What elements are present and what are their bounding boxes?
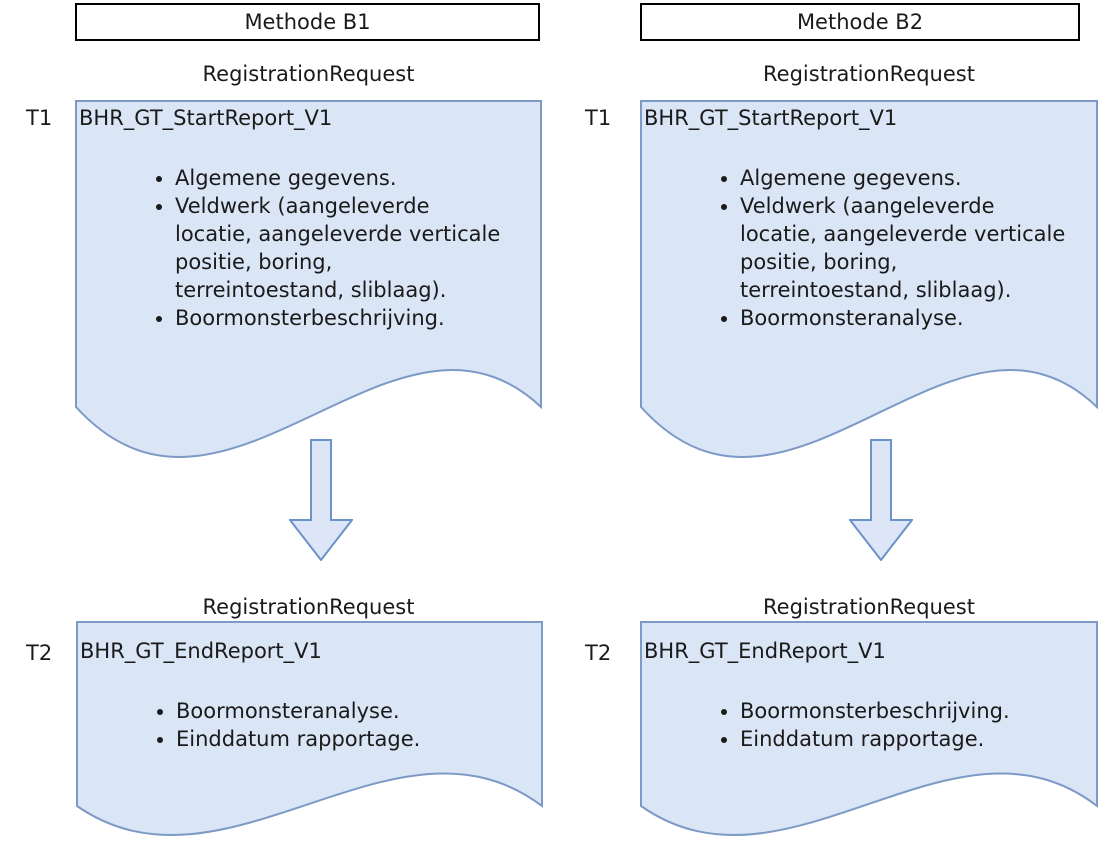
- doc-label-b1-t1: RegistrationRequest: [202, 62, 415, 86]
- step-label-b1-t1: T1: [26, 106, 53, 130]
- document-node-b1-start-report: BHR_GT_StartReport_V1 Algemene gegevens.…: [75, 100, 543, 465]
- bullet-list: Boormonsterbeschrijving. Einddatum rappo…: [640, 697, 1099, 753]
- doc-title: BHR_GT_StartReport_V1: [79, 106, 333, 130]
- arrow-down-shape: [289, 439, 353, 561]
- arrow-down-icon: [849, 439, 913, 561]
- document-shape: [640, 621, 1098, 836]
- document-shape-path: [640, 100, 1098, 458]
- document-shape-path: [76, 621, 543, 836]
- bullet-item: Boormonsteranalyse.: [740, 304, 1087, 332]
- bullet-list: Algemene gegevens. Veldwerk (aangeleverd…: [75, 164, 543, 332]
- document-node-b1-end-report: BHR_GT_EndReport_V1 Boormonsteranalyse. …: [76, 621, 544, 842]
- bullet-list: Algemene gegevens. Veldwerk (aangeleverd…: [640, 164, 1099, 332]
- document-shape-path: [640, 621, 1098, 836]
- doc-label-b2-t2: RegistrationRequest: [763, 595, 975, 619]
- bullet-item: Veldwerk (aangeleverde locatie, aangelev…: [740, 192, 1087, 304]
- doc-title: BHR_GT_EndReport_V1: [80, 639, 322, 663]
- arrow-down-shape: [849, 439, 913, 561]
- bullet-item: Einddatum rapportage.: [176, 725, 532, 753]
- document-shape-path: [75, 100, 542, 458]
- doc-label-b1-t2: RegistrationRequest: [202, 595, 415, 619]
- doc-title: BHR_GT_EndReport_V1: [644, 639, 886, 663]
- step-label-b1-t2: T2: [26, 641, 53, 665]
- step-label-b2-t1: T1: [585, 106, 612, 130]
- arrow-down-icon: [289, 439, 353, 561]
- header-box-methode-b2: Methode B2: [640, 3, 1080, 41]
- document-shape: [75, 100, 542, 458]
- bullet-item: Boormonsterbeschrijving.: [175, 304, 531, 332]
- doc-title: BHR_GT_StartReport_V1: [644, 106, 898, 130]
- doc-label-b2-t1: RegistrationRequest: [763, 62, 975, 86]
- document-node-b2-start-report: BHR_GT_StartReport_V1 Algemene gegevens.…: [640, 100, 1099, 465]
- document-shape: [640, 100, 1098, 458]
- bullet-item: Algemene gegevens.: [175, 164, 531, 192]
- bullet-item: Einddatum rapportage.: [740, 725, 1087, 753]
- header-box-methode-b1: Methode B1: [75, 3, 540, 41]
- bullet-item: Boormonsteranalyse.: [176, 697, 532, 725]
- step-label-b2-t2: T2: [585, 641, 612, 665]
- document-shape: [76, 621, 543, 836]
- bullet-item: Algemene gegevens.: [740, 164, 1087, 192]
- bullet-item: Boormonsterbeschrijving.: [740, 697, 1087, 725]
- bullet-item: Veldwerk (aangeleverde locatie, aangelev…: [175, 192, 531, 304]
- bullet-list: Boormonsteranalyse. Einddatum rapportage…: [76, 697, 544, 753]
- document-node-b2-end-report: BHR_GT_EndReport_V1 Boormonsterbeschrijv…: [640, 621, 1099, 842]
